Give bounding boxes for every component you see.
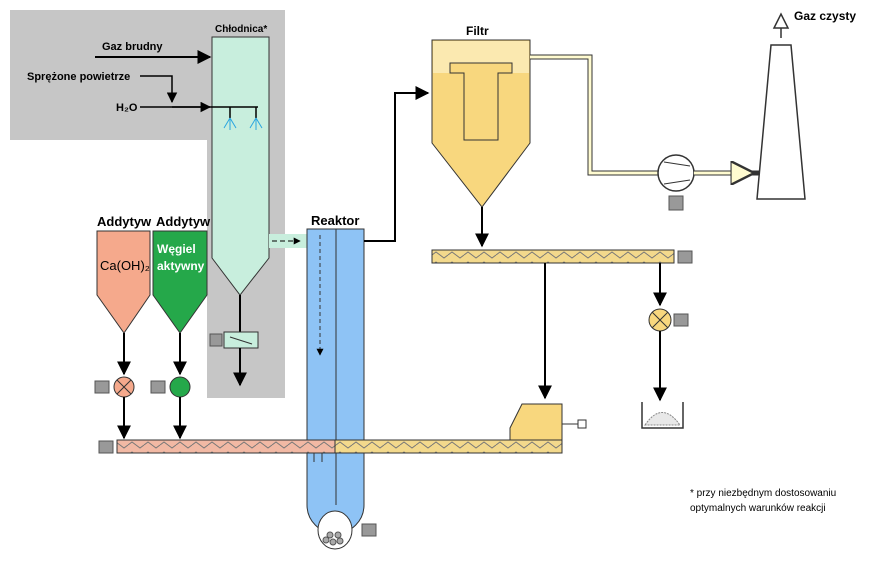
compressed-air-arrow bbox=[140, 75, 178, 104]
footnote-line1: * przy niezbędnym dostosowaniu bbox=[690, 488, 836, 499]
filter-label: Filtr bbox=[466, 24, 489, 38]
fan-motor-icon bbox=[668, 195, 684, 211]
additive-label-2: Addytyw bbox=[156, 214, 211, 229]
carbon-rotary-valve bbox=[169, 376, 191, 398]
clean-gas-pipe bbox=[530, 54, 658, 176]
activated-carbon-label-line2: aktywny bbox=[157, 259, 205, 273]
carbon-hopper bbox=[152, 230, 208, 334]
stack-chimney bbox=[756, 44, 806, 200]
spray-nozzle-icon bbox=[249, 117, 263, 130]
cooler-valve-motor-icon bbox=[209, 333, 223, 347]
reactor-label: Reaktor bbox=[311, 213, 359, 228]
caoh2-hopper bbox=[96, 230, 151, 334]
exhaust-fan bbox=[657, 154, 695, 192]
clean-gas-label: Gaz czysty bbox=[794, 9, 856, 23]
residue-container bbox=[641, 402, 684, 429]
filter-screw-motor-icon bbox=[677, 250, 693, 264]
reactor-motor-icon bbox=[361, 523, 377, 537]
footnote-line2: optymalnych warunków reakcji bbox=[690, 503, 826, 514]
caoh2-label: Ca(OH)₂ bbox=[100, 258, 150, 273]
filter-screw-conveyor bbox=[431, 249, 675, 264]
reactor-to-filter-line bbox=[364, 86, 430, 242]
additive-label-1: Addytyw bbox=[97, 214, 152, 229]
recirculation-hopper bbox=[509, 403, 563, 441]
lower-screw-conveyor-left bbox=[116, 439, 336, 454]
cooler-label: Chłodnica* bbox=[215, 24, 267, 35]
spray-nozzle-icon bbox=[223, 117, 237, 130]
dirty-gas-label: Gaz brudny bbox=[102, 41, 163, 53]
lower-screw-motor-icon bbox=[98, 440, 114, 454]
compressed-air-label: Sprężone powietrze bbox=[27, 71, 130, 83]
residue-valve-motor-icon bbox=[673, 313, 689, 327]
cooler-vessel bbox=[211, 36, 270, 296]
activated-carbon-label-line1: Węgiel bbox=[157, 242, 196, 256]
lower-screw-conveyor-right bbox=[334, 439, 563, 454]
carbon-valve-motor-icon bbox=[150, 380, 166, 394]
water-label: H₂O bbox=[116, 102, 138, 114]
caoh2-valve-motor-icon bbox=[94, 380, 110, 394]
